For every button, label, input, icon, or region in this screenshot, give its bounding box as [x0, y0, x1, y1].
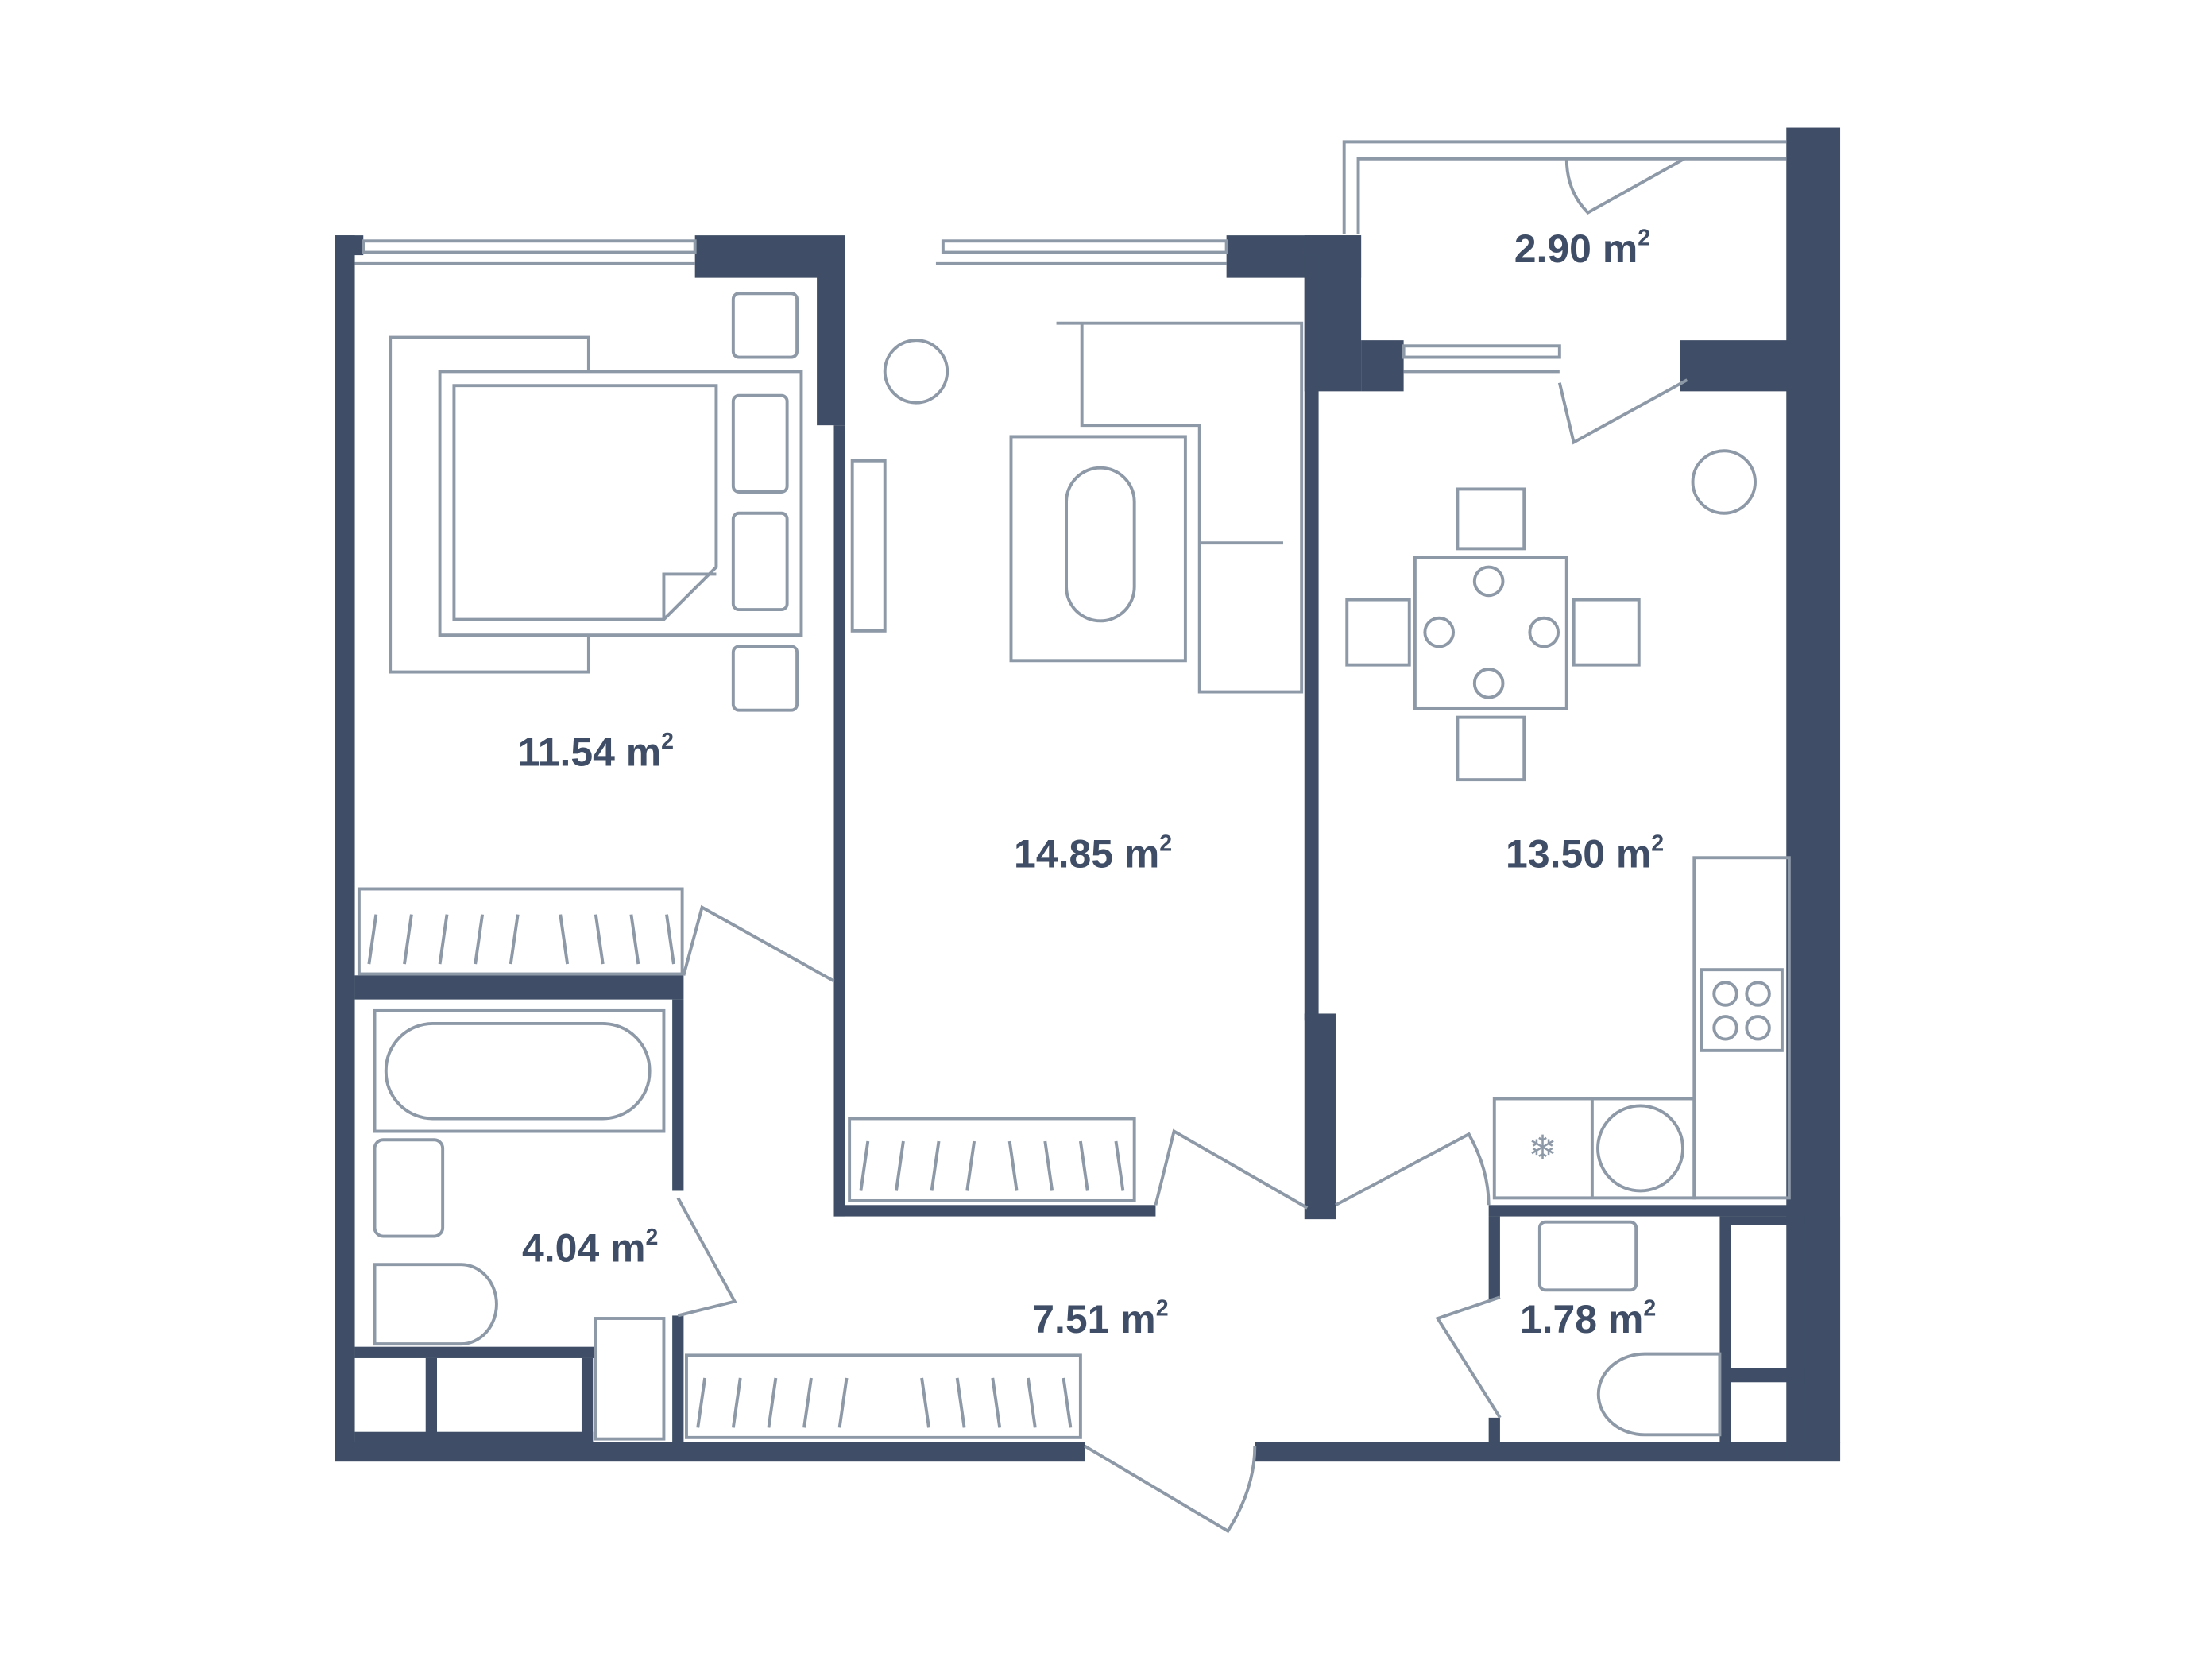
- room-labels: 11.54 m2 14.85 m2 13.50 m2 2.90 m2 4.04 …: [518, 226, 1664, 1341]
- windows: [354, 140, 1787, 374]
- hallway-area: 7.51 m2: [1032, 1295, 1168, 1341]
- walls: [335, 127, 1841, 1462]
- living-room-area: 14.85 m2: [1014, 830, 1172, 876]
- balcony-area: 2.90 m2: [1514, 226, 1650, 271]
- bathroom-area: 4.04 m2: [522, 1225, 658, 1270]
- toilet-area: 1.78 m2: [1520, 1295, 1656, 1341]
- kitchen-area: 13.50 m2: [1506, 830, 1664, 876]
- bedroom-area: 11.54 m2: [518, 729, 674, 774]
- svg-text:❄: ❄: [1529, 1130, 1557, 1167]
- doors: [676, 157, 1688, 1534]
- furniture: ❄: [357, 292, 1791, 1441]
